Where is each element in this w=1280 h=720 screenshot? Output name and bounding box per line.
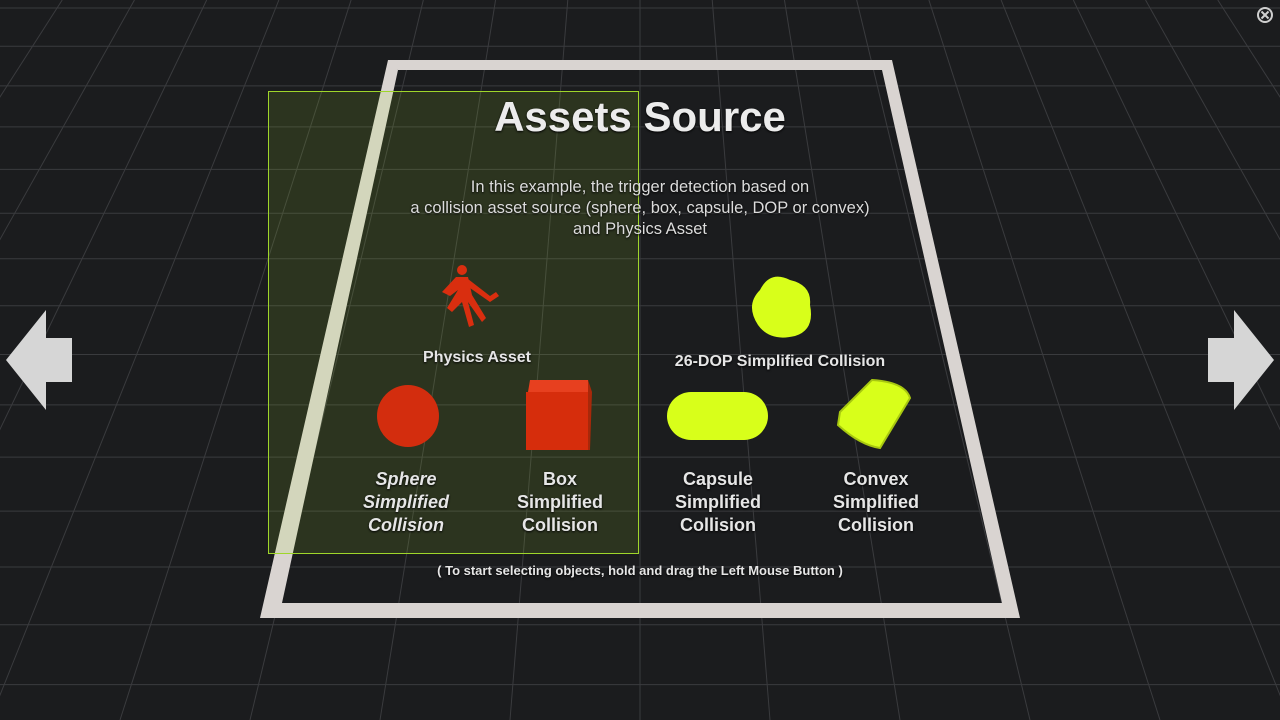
label-line: Collision [368, 515, 444, 535]
sphere-object [377, 385, 439, 447]
label-line: Simplified [674, 492, 761, 512]
description-line: a collision asset source (sphere, box, c… [410, 199, 870, 217]
grid-line [0, 0, 280, 697]
grid-line [856, 0, 1031, 720]
page-title: Assets Source [494, 93, 786, 140]
label-line: Collision [680, 515, 756, 535]
grid-line [711, 0, 771, 720]
grid-line [509, 0, 569, 720]
grid-line [379, 0, 497, 720]
grid-line [1145, 0, 1280, 241]
previous-arrow-icon[interactable] [6, 310, 74, 410]
label-line: Simplified [832, 492, 919, 512]
label-line: Convex [843, 469, 909, 489]
grid-line [119, 0, 352, 720]
dop-collision-blob [751, 276, 811, 338]
box-object [526, 380, 592, 450]
label-line: Capsule [682, 469, 754, 489]
close-icon[interactable] [1256, 6, 1274, 24]
label-line: Simplified [516, 492, 603, 512]
capsule-object [667, 392, 768, 440]
grid-line [1000, 0, 1280, 697]
physics-asset-label: Physics Asset [423, 349, 531, 366]
description-line: In this example, the trigger detection b… [470, 178, 810, 196]
label-line: Simplified [362, 492, 449, 512]
selection-marquee [268, 91, 639, 554]
label-line: Collision [838, 515, 914, 535]
grid-line [928, 0, 1161, 720]
label-line: Box [542, 469, 577, 489]
physics-asset-figure [442, 265, 499, 327]
instruction-hint: ( To start selecting objects, hold and d… [437, 563, 843, 578]
label-line: Sphere [375, 469, 437, 489]
description-line: and Physics Asset [573, 220, 707, 238]
next-arrow-icon[interactable] [1206, 310, 1274, 410]
grid-line [783, 0, 901, 720]
convex-object [836, 378, 912, 450]
label-line: Collision [522, 515, 598, 535]
dop-label: 26-DOP Simplified Collision [674, 353, 886, 370]
description: In this example, the trigger detection b… [360, 177, 920, 240]
grid-line [0, 0, 135, 241]
